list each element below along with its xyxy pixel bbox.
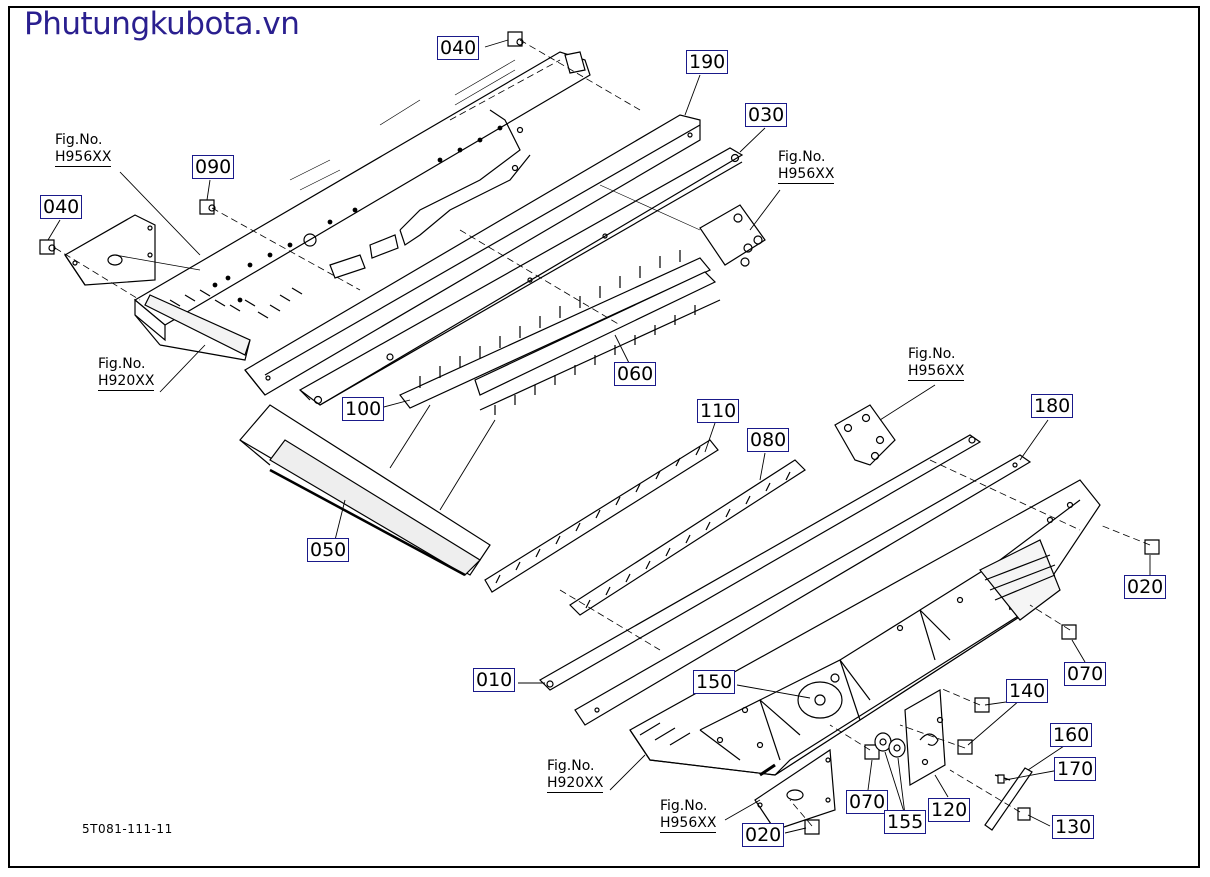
part-label-040-left[interactable]: 040: [40, 195, 83, 219]
part-label-150[interactable]: 150: [693, 670, 736, 694]
part-label-040-top[interactable]: 040: [437, 36, 480, 60]
rail-010: [540, 435, 980, 690]
fig-ref-1[interactable]: Fig.No. H956XX: [55, 132, 112, 167]
right-bracket-plate: [600, 185, 765, 266]
site-title[interactable]: Phutungkubota.vn: [24, 6, 300, 42]
lever-160: [985, 768, 1032, 830]
centre-bracket-plate: [835, 405, 895, 465]
part-label-140[interactable]: 140: [1006, 679, 1049, 703]
part-label-170[interactable]: 170: [1054, 757, 1097, 781]
fig-ref-3[interactable]: Fig.No. H920XX: [98, 356, 155, 391]
lower-bracket-plate: [755, 750, 835, 830]
part-label-070-right[interactable]: 070: [1064, 662, 1107, 686]
fig-ref-2[interactable]: Fig.No. H956XX: [778, 149, 835, 184]
part-label-155[interactable]: 155: [884, 810, 927, 834]
part-label-050[interactable]: 050: [307, 538, 350, 562]
part-label-190[interactable]: 190: [686, 50, 729, 74]
side-plate-120: [905, 690, 945, 785]
fasteners: [40, 32, 1159, 834]
part-label-020-bottom[interactable]: 020: [742, 823, 785, 847]
rail-190: [245, 115, 700, 395]
part-label-180[interactable]: 180: [1031, 394, 1074, 418]
part-label-010[interactable]: 010: [473, 668, 516, 692]
part-label-160[interactable]: 160: [1050, 723, 1093, 747]
finger-bar-060: [475, 272, 720, 415]
strip-030: [300, 148, 742, 405]
part-label-020-right[interactable]: 020: [1124, 575, 1167, 599]
fig-ref-5[interactable]: Fig.No. H920XX: [547, 758, 604, 793]
lower-frame-assembly: [630, 480, 1100, 775]
diagram-frame: [8, 6, 1200, 868]
rod-080: [570, 460, 805, 615]
part-label-070-bottom[interactable]: 070: [846, 790, 889, 814]
part-label-130[interactable]: 130: [1052, 815, 1095, 839]
pan-050: [240, 405, 490, 575]
upper-frame-assembly: [135, 52, 590, 360]
part-label-100[interactable]: 100: [342, 397, 385, 421]
part-label-110[interactable]: 110: [697, 399, 740, 423]
fig-ref-4[interactable]: Fig.No. H956XX: [908, 346, 965, 381]
assembly-centerlines: [55, 40, 1150, 826]
part-label-090[interactable]: 090: [192, 155, 235, 179]
part-label-120[interactable]: 120: [928, 798, 971, 822]
finger-bar-100: [400, 250, 710, 408]
fig-ref-6[interactable]: Fig.No. H956XX: [660, 798, 717, 833]
diagram-code: 5T081-111-11: [82, 822, 173, 836]
part-label-080[interactable]: 080: [747, 428, 790, 452]
part-label-060[interactable]: 060: [614, 362, 657, 386]
rail-180: [575, 455, 1030, 725]
rod-110: [485, 440, 718, 592]
part-label-030[interactable]: 030: [745, 103, 788, 127]
